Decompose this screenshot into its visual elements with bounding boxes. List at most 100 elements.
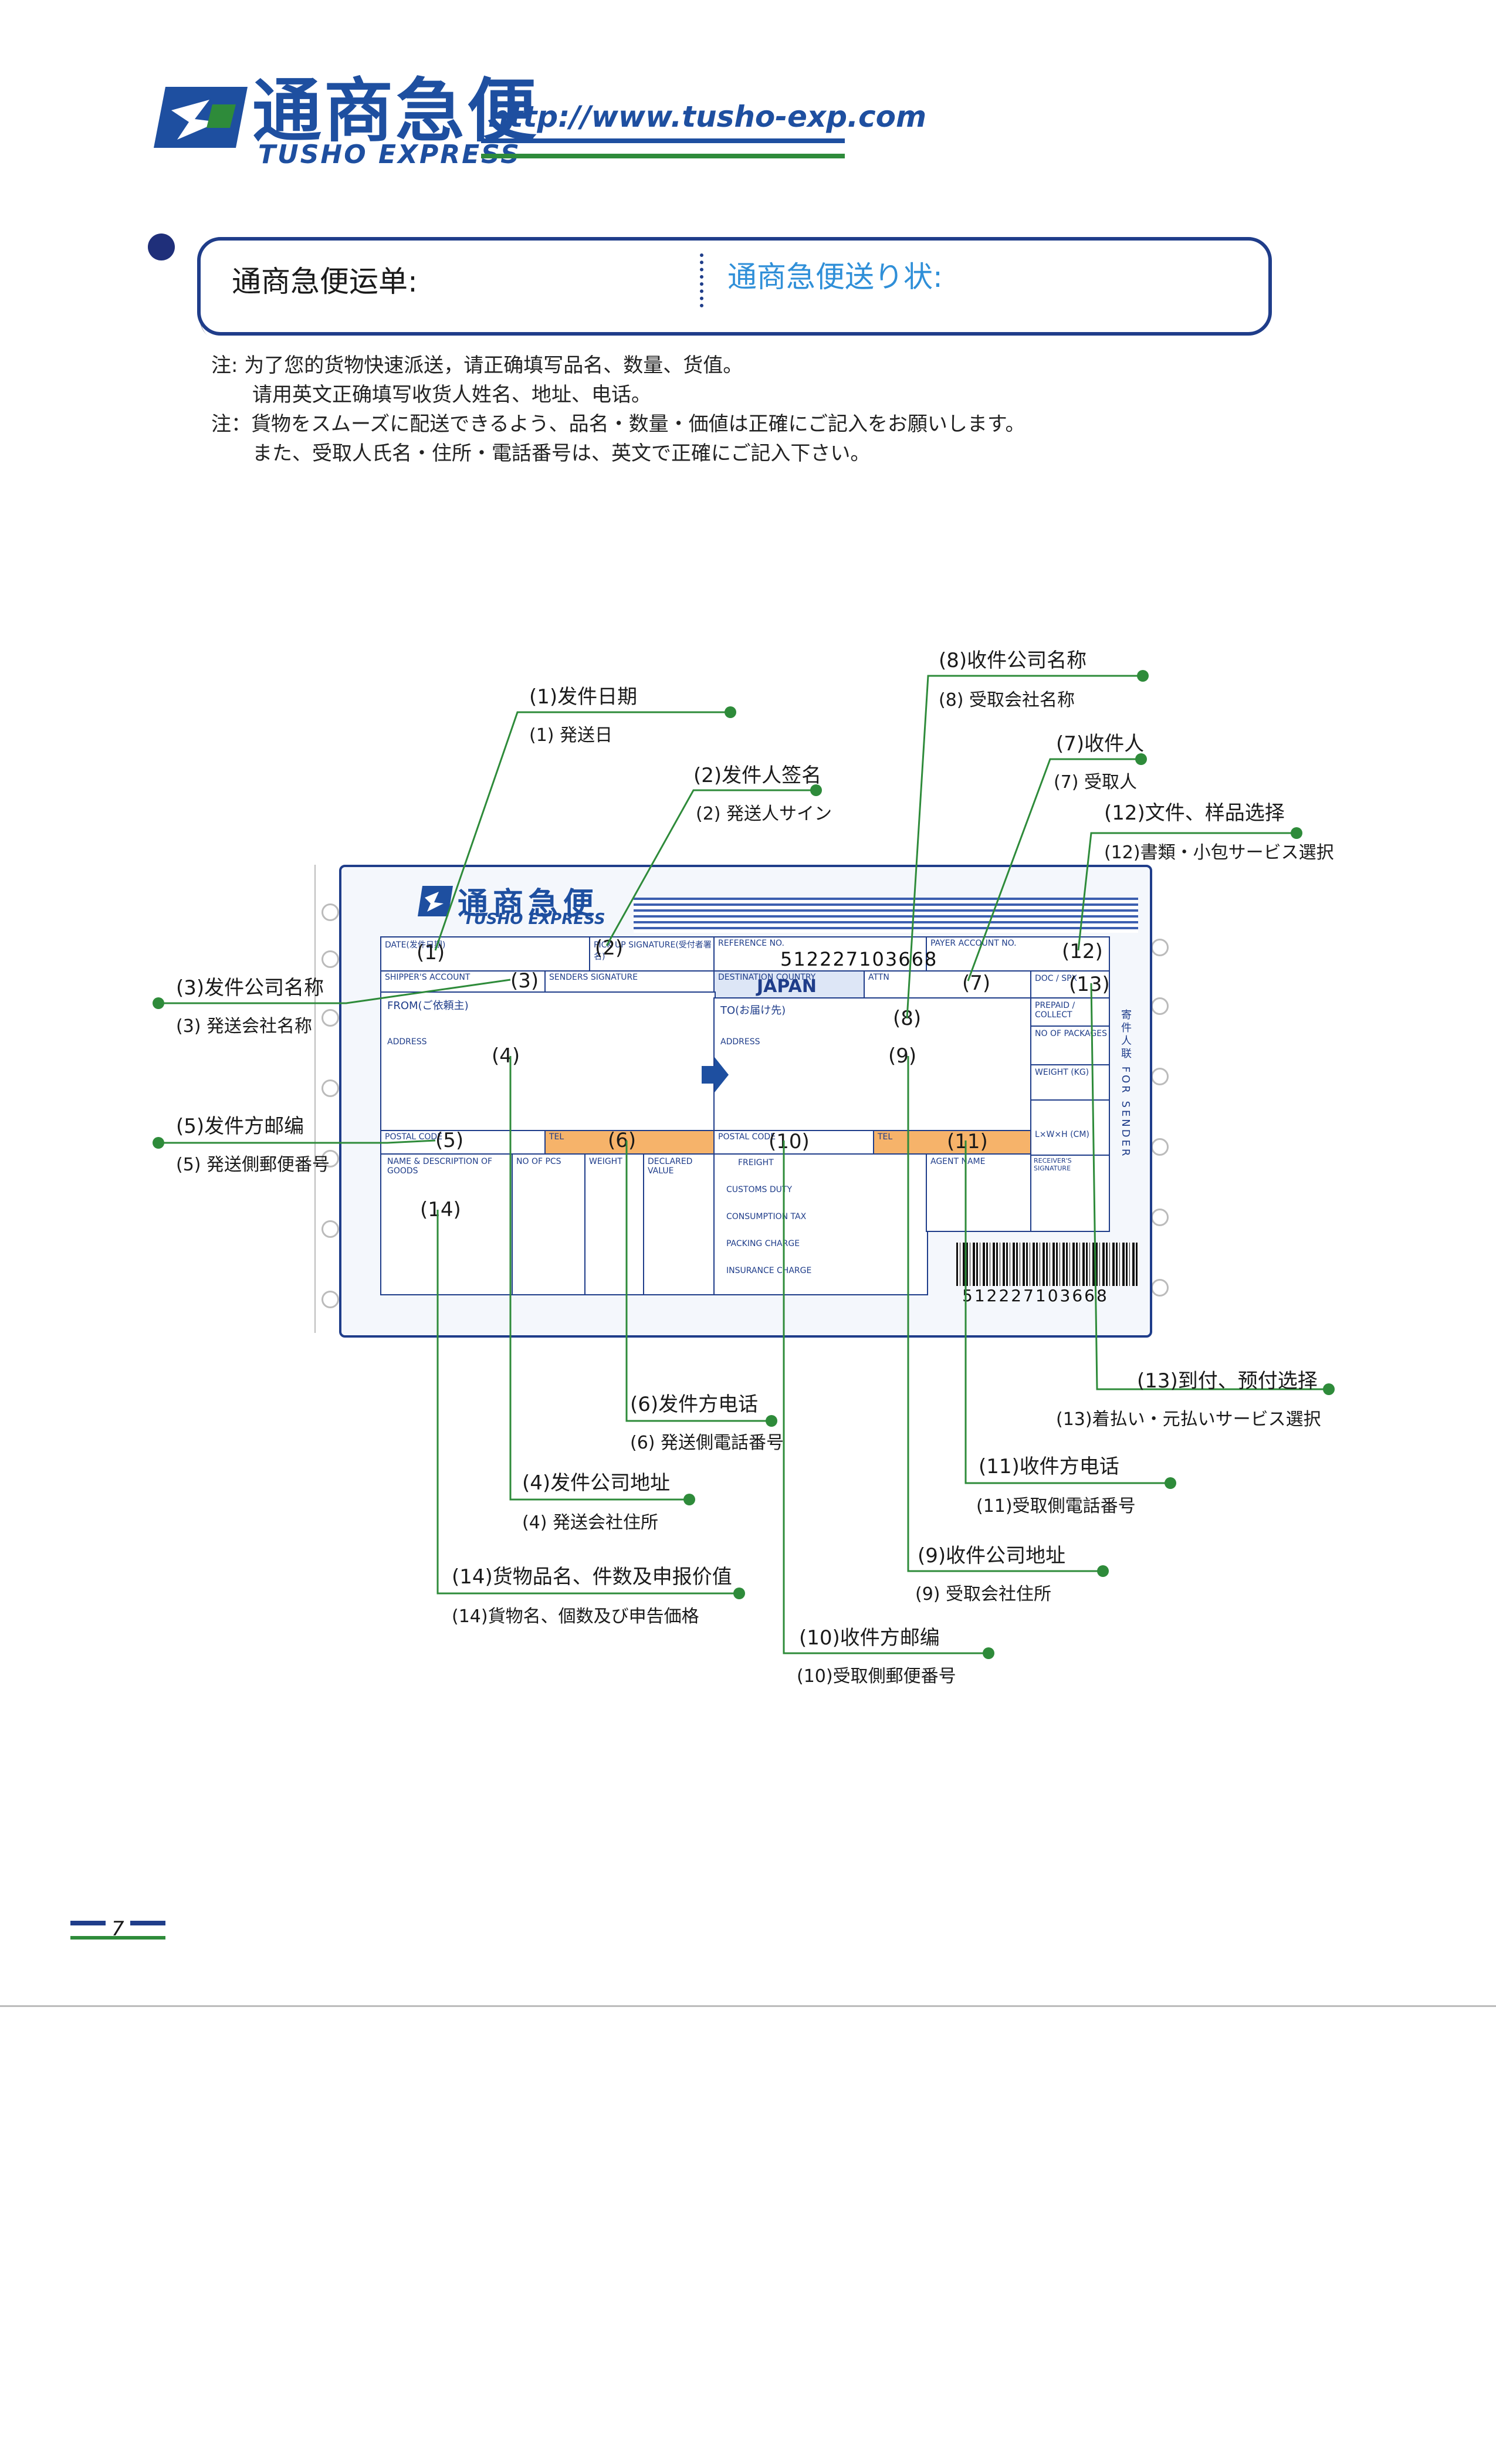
callout-dot — [733, 1588, 745, 1599]
waybill-perforation — [314, 865, 346, 1333]
callout-dot — [810, 784, 822, 796]
marker-9: (9) — [888, 1044, 917, 1068]
destination-country-field: DESTINATION COUNTRY — [713, 970, 866, 1000]
callout-2-cn: (2)发件人签名 — [693, 764, 822, 787]
page-number: 7 — [111, 1917, 124, 1941]
weight-field[interactable]: WEIGHT — [584, 1153, 645, 1295]
callout-5-cn: (5)发件方邮编 — [176, 1115, 304, 1138]
attn-field[interactable]: ATTN — [864, 970, 1033, 1000]
barcode — [956, 1243, 1138, 1286]
marker-3: (3) — [510, 969, 539, 993]
note-cn-1: 注: 为了您的货物快速派送，请正确填写品名、数量、货值。 — [211, 354, 743, 377]
goods-description-field[interactable]: NAME & DESCRIPTION OF GOODS — [380, 1153, 514, 1295]
note-jp-2: また、受取人氏名・住所・電話番号は、英文で正確にご記入下さい。 — [252, 442, 871, 465]
bullet-dot-icon — [148, 233, 175, 260]
perforation-hole — [1151, 939, 1169, 956]
callout-dot — [1165, 1477, 1176, 1489]
marker-11: (11) — [947, 1130, 988, 1153]
marker-13: (13) — [1069, 973, 1110, 996]
callout-dot — [1097, 1565, 1109, 1577]
tusho-logo-icon — [154, 87, 248, 148]
callout-dot — [153, 1137, 164, 1149]
page-number-deco — [70, 1921, 106, 1925]
callout-4-jp: (4) 発送会社住所 — [522, 1512, 659, 1533]
page-number-deco — [130, 1921, 165, 1925]
callout-11-jp: (11)受取側電話番号 — [976, 1496, 1136, 1517]
perforation-hole — [321, 1220, 339, 1238]
callout-dot — [1135, 753, 1147, 765]
website-link[interactable]: http://www.tusho-exp.com — [488, 100, 927, 134]
title-separator — [700, 253, 707, 307]
for-sender-label: 寄件人联 FOR SENDER — [1119, 1009, 1132, 1159]
receiver-signature-field[interactable]: RECEIVER'S SIGNATURE — [1030, 1153, 1110, 1232]
perforation-hole — [1151, 997, 1169, 1015]
page-number-deco — [70, 1936, 165, 1940]
perforation-hole — [321, 950, 339, 968]
waybill-logo-icon — [418, 886, 453, 916]
arrow-right-icon — [702, 1057, 729, 1092]
callout-10-jp: (10)受取側郵便番号 — [797, 1666, 956, 1687]
note-cn-2: 请用英文正确填写收货人姓名、地址、电话。 — [252, 383, 651, 407]
pieces-field[interactable]: NO OF PCS — [512, 1153, 587, 1295]
perforation-hole — [1151, 1209, 1169, 1226]
url-underline-blue — [481, 138, 845, 143]
callout-14-jp: (14)貨物名、個数及び申告価格 — [452, 1606, 699, 1627]
notes: 注: 为了您的货物快速派送，请正确填写品名、数量、货值。 请用英文正确填写收货人… — [211, 351, 1025, 468]
agent-name-field[interactable]: AGENT NAME — [926, 1153, 1033, 1232]
perforation-hole — [1151, 1068, 1169, 1085]
brand-name-en: TUSHO EXPRESS — [258, 140, 521, 170]
callout-dot — [153, 997, 164, 1009]
reference-number: 512227103668 — [780, 948, 938, 970]
callout-6-jp: (6) 発送側電話番号 — [630, 1433, 784, 1453]
weight-kg-field[interactable]: WEIGHT (KG) — [1030, 1064, 1110, 1102]
callout-6-cn: (6)发件方电话 — [630, 1393, 759, 1416]
marker-2: (2) — [595, 936, 624, 960]
page-edge — [0, 2005, 1496, 2007]
perforation-hole — [1151, 1279, 1169, 1297]
callout-12-cn: (12)文件、样品选择 — [1104, 801, 1285, 825]
perforation-hole — [1151, 1138, 1169, 1156]
callout-1-cn: (1)发件日期 — [529, 685, 638, 709]
marker-4: (4) — [492, 1044, 520, 1068]
callout-7-jp: (7) 受取人 — [1054, 772, 1138, 793]
callout-11-cn: (11)收件方电话 — [979, 1455, 1119, 1478]
callout-dot — [1291, 827, 1302, 839]
callout-4-cn: (4)发件公司地址 — [522, 1471, 671, 1495]
perforation-hole — [321, 1150, 339, 1167]
marker-6: (6) — [608, 1129, 637, 1152]
date-field[interactable]: DATE(发件日期) — [380, 936, 591, 973]
callout-dot — [1323, 1383, 1335, 1395]
marker-12: (12) — [1062, 940, 1103, 963]
perforation-hole — [321, 903, 339, 921]
declared-value-field[interactable]: DECLARED VALUE — [643, 1153, 716, 1295]
callout-13-jp: (13)着払い・元払いサービス選択 — [1056, 1409, 1321, 1430]
callout-10-cn: (10)收件方邮编 — [799, 1626, 940, 1650]
callout-5-jp: (5) 発送側郵便番号 — [176, 1155, 330, 1175]
brand-name-cn: 通商急便 — [252, 70, 539, 151]
perforation-hole — [321, 1291, 339, 1308]
callout-dot — [683, 1494, 695, 1505]
charges-block: FREIGHT CUSTOMS DUTY CONSUMPTION TAX PAC… — [713, 1153, 928, 1295]
callout-dot — [766, 1415, 777, 1427]
dimensions-field[interactable]: L×W×H (CM) — [1030, 1099, 1110, 1156]
waybill-brand-en: TUSHO EXPRESS — [463, 911, 605, 928]
prepaid-collect-option[interactable]: PREPAID / COLLECT — [1030, 997, 1110, 1028]
url-underline-green — [481, 154, 845, 158]
callout-12-jp: (12)書類・小包サービス選択 — [1104, 842, 1334, 863]
callout-7-cn: (7)收件人 — [1056, 732, 1145, 756]
from-block[interactable]: FROM(ご依頼主) ADDRESS — [380, 991, 716, 1132]
title-jp: 通商急便送り状: — [727, 260, 943, 294]
marker-5: (5) — [435, 1129, 464, 1152]
to-block[interactable]: TO(お届け先) ADDRESS — [713, 997, 1033, 1132]
perforation-hole — [321, 1079, 339, 1097]
callout-3-jp: (3) 発送会社名称 — [176, 1016, 313, 1037]
waybill-header-stripes — [634, 898, 1138, 933]
callout-8-cn: (8)收件公司名称 — [939, 649, 1087, 672]
callout-dot — [983, 1647, 994, 1659]
marker-14: (14) — [420, 1198, 461, 1221]
senders-signature-field[interactable]: SENDERS SIGNATURE — [544, 970, 716, 994]
packages-count-field[interactable]: NO OF PACKAGES — [1030, 1025, 1110, 1067]
callout-9-cn: (9)收件公司地址 — [918, 1544, 1066, 1568]
marker-7: (7) — [962, 972, 991, 995]
callout-14-cn: (14)货物品名、件数及申报价值 — [452, 1565, 732, 1589]
